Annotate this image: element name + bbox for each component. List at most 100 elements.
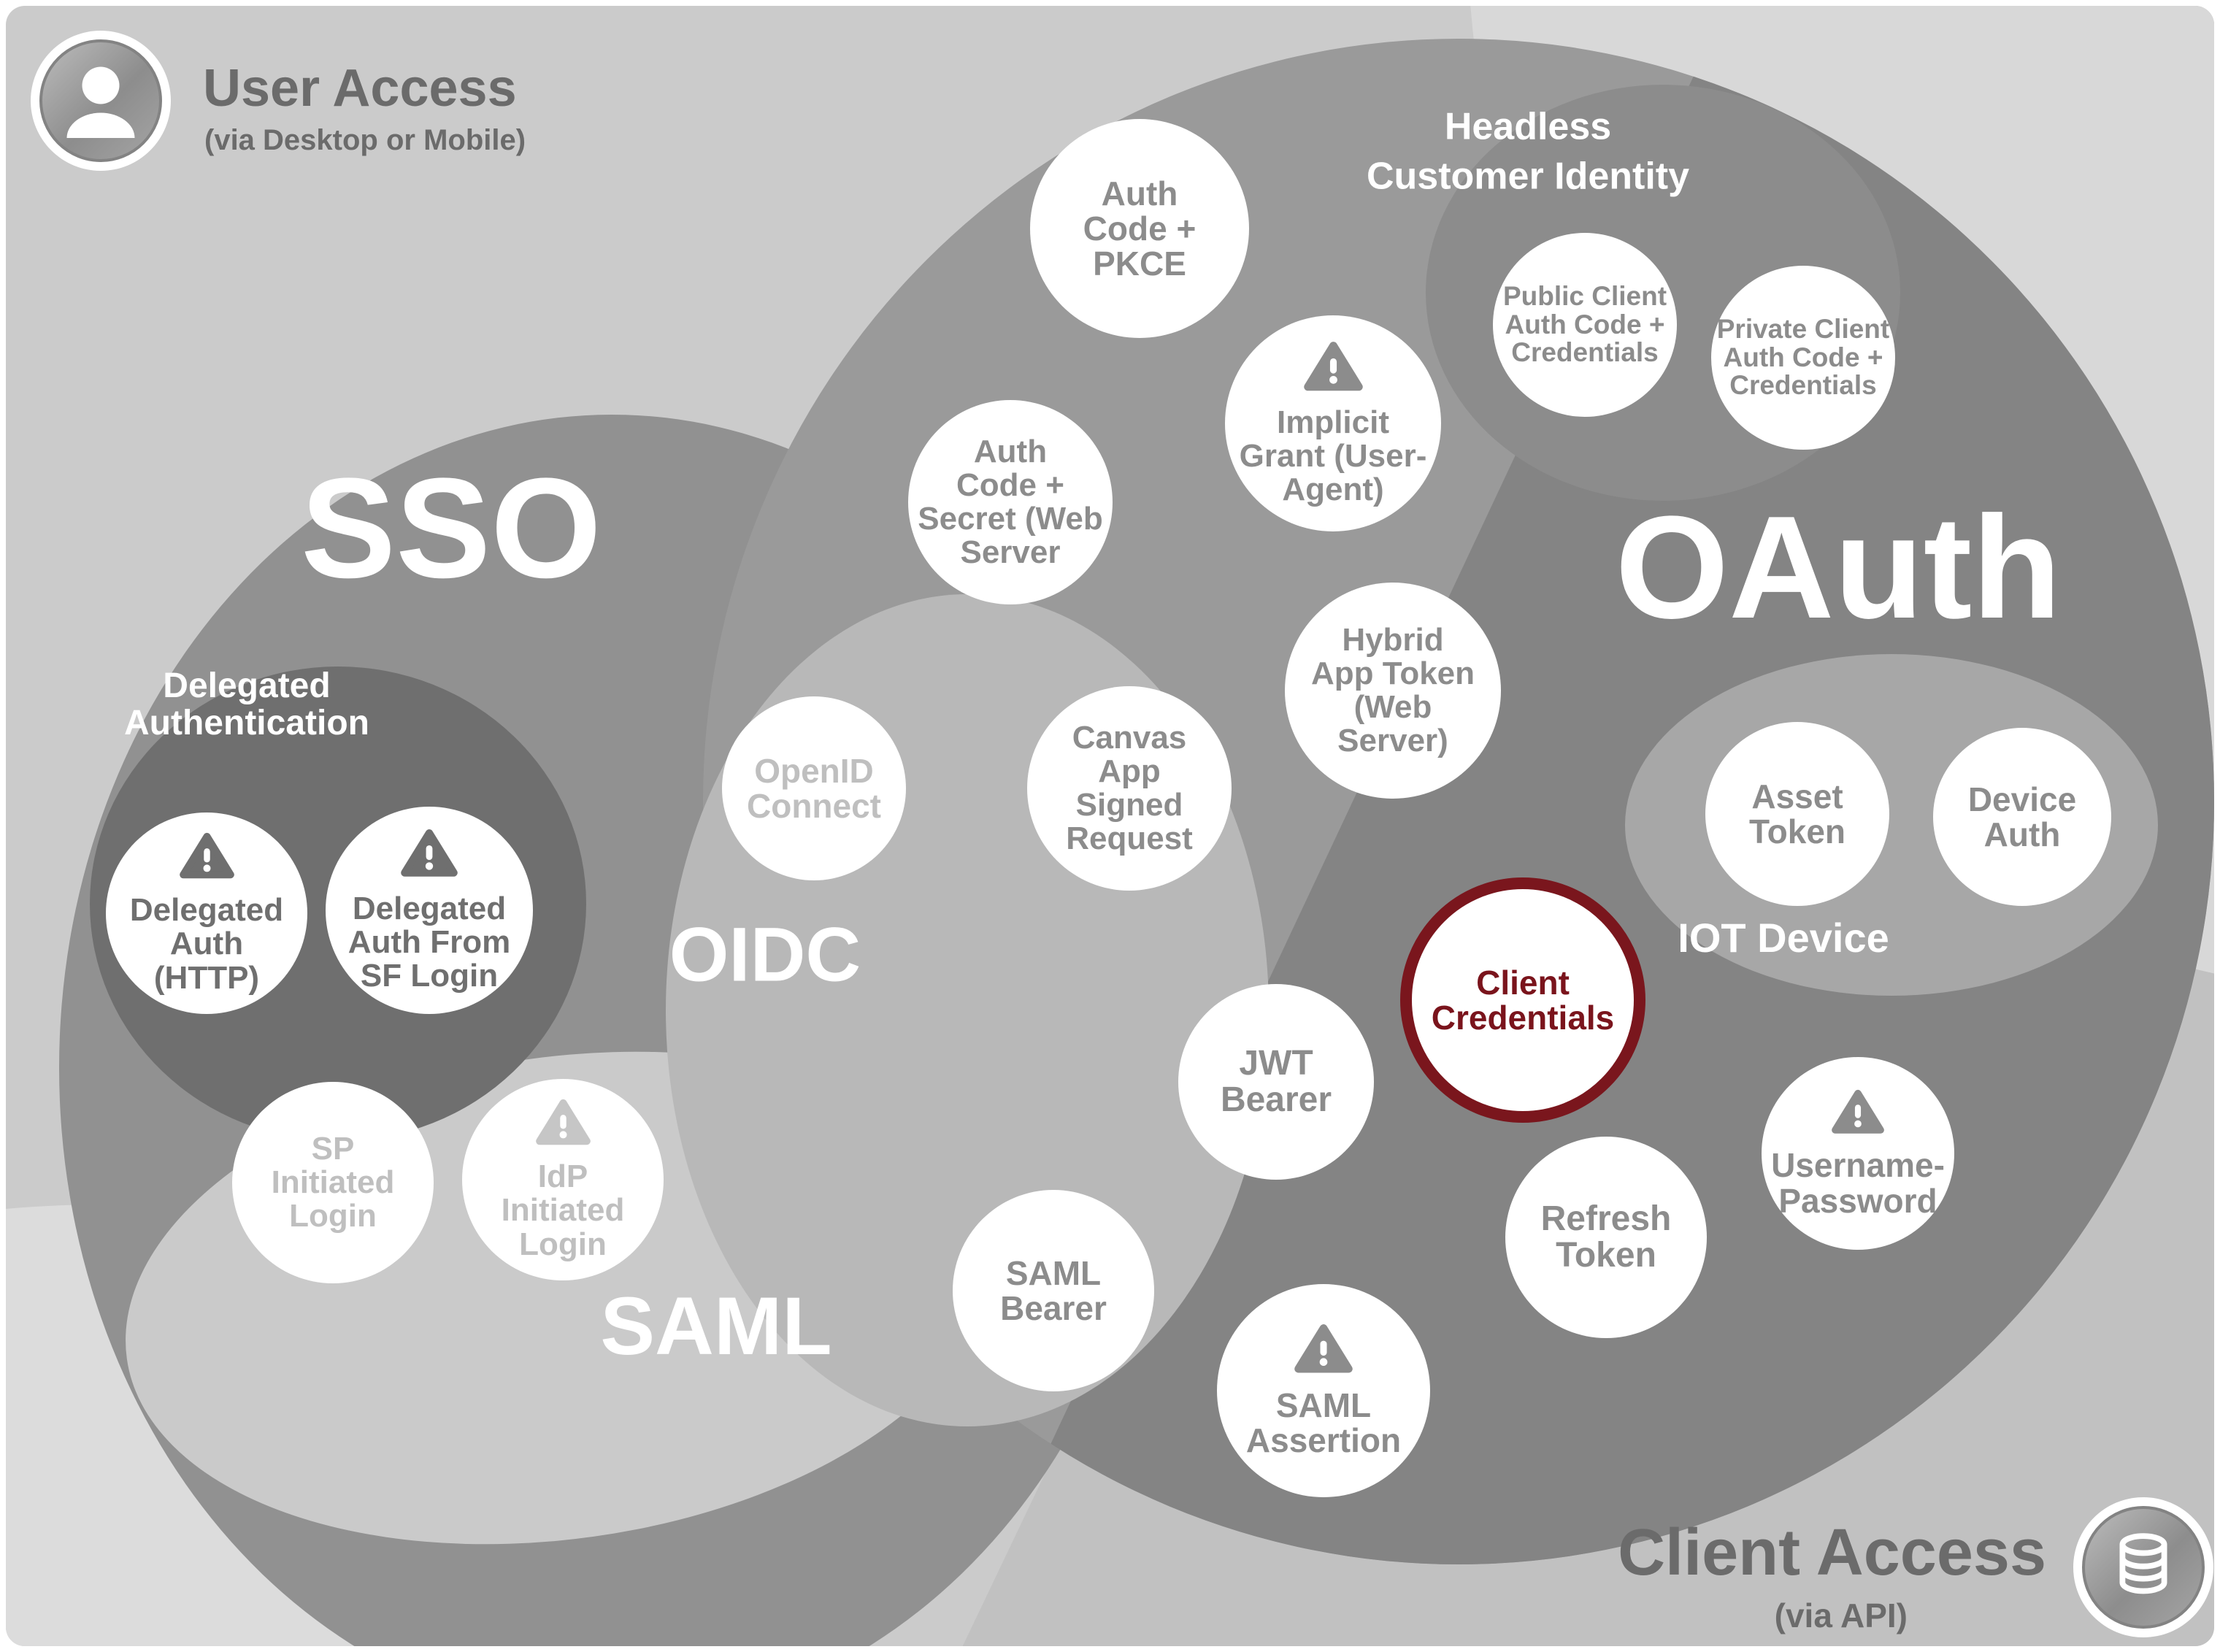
node-label-line: Auth: [1983, 815, 2061, 853]
node-label-line: Auth Code +: [1505, 309, 1665, 339]
client-access-subtitle: (via API): [1774, 1597, 1908, 1634]
warning-icon: [1303, 340, 1364, 400]
node-label-line: IdP: [537, 1159, 588, 1195]
node-label-line: Delegated: [129, 892, 284, 929]
database-icon-glyph: [2119, 1533, 2167, 1594]
person-icon-glyph: [66, 66, 135, 138]
node-label-line: Client: [1476, 963, 1570, 1002]
node-label-line: JWT: [1239, 1043, 1313, 1083]
node-label-line: SF Login: [360, 957, 499, 994]
delegated-authentication-label: Delegated Authentication: [124, 666, 369, 742]
node-label-line: Grant (User-: [1239, 438, 1427, 475]
node-label-line: Auth: [169, 926, 244, 962]
delegated-label-line1: Delegated: [163, 666, 331, 706]
node-label-line: Code +: [1083, 209, 1197, 247]
person-icon: [39, 39, 162, 162]
node-label-line: Connect: [747, 787, 881, 825]
node-label-line: (HTTP): [153, 959, 260, 996]
node-label-line: Auth: [1101, 174, 1178, 212]
client-access-title: Client Access: [1618, 1516, 2046, 1589]
node-label-line: Bearer: [1000, 1289, 1107, 1327]
node-label-line: Password: [1778, 1181, 1937, 1220]
node-label-line: Private Client: [1716, 313, 1890, 344]
node-label-line: Server): [1337, 723, 1448, 759]
node-label-line: Credentials: [1431, 999, 1615, 1037]
node-label-line: Token: [1748, 812, 1846, 850]
warning-icon: [400, 828, 458, 886]
sso-label: SSO: [301, 448, 602, 608]
delegated-label-line2: Authentication: [124, 704, 369, 742]
node-label-line: Bearer: [1220, 1080, 1332, 1119]
headless-label-line1: Headless: [1444, 105, 1612, 148]
node-label-line: Credentials: [1511, 337, 1659, 368]
node-label-line: Refresh: [1540, 1199, 1672, 1238]
node-label-line: Delegated: [352, 890, 507, 926]
node-label-line: PKCE: [1093, 245, 1186, 283]
node-label-line: Assertion: [1245, 1421, 1402, 1460]
node-label-line: Canvas: [1072, 719, 1187, 756]
node-label-line: Login: [519, 1226, 607, 1262]
node-label-line: Signed: [1075, 787, 1183, 823]
iot-device-label: IOT Device: [1678, 915, 1889, 961]
node-label-line: Username-: [1771, 1146, 1945, 1185]
warning-icon: [179, 831, 235, 888]
node-label-line: Code +: [956, 466, 1064, 503]
node-label-line: Hybrid: [1342, 621, 1444, 658]
node-label-line: Credentials: [1729, 370, 1877, 401]
node-label-line: (Web: [1353, 689, 1432, 725]
node-username-pw: Username-Password: [1762, 1057, 1954, 1250]
node-label-line: SP: [311, 1130, 355, 1167]
node-label-line: Auth: [973, 433, 1048, 469]
node-label-line: SAML: [1005, 1253, 1102, 1292]
database-icon: [2082, 1506, 2205, 1629]
saml-label: SAML: [600, 1280, 832, 1372]
node-label-line: Asset: [1751, 777, 1843, 815]
node-label-line: Server: [960, 534, 1061, 571]
oidc-label: OIDC: [669, 912, 861, 998]
client-access-badge: [2073, 1497, 2213, 1637]
node-label-line: Login: [289, 1198, 377, 1234]
node-label-line: Auth From: [347, 923, 511, 960]
node-label-line: Agent): [1282, 472, 1384, 508]
node-label-line: Auth Code +: [1723, 342, 1883, 372]
node-label-line: App: [1098, 753, 1161, 789]
node-label-line: Token: [1556, 1236, 1656, 1275]
user-access-title: User Access: [203, 59, 517, 118]
node-label-line: OpenID: [754, 751, 874, 790]
node-label-line: Implicit: [1276, 404, 1390, 440]
user-access-subtitle: (via Desktop or Mobile): [204, 124, 526, 156]
headless-customer-identity-label: Headless Customer Identity: [1367, 102, 1689, 201]
node-label-line: Request: [1066, 821, 1193, 857]
warning-icon: [1831, 1088, 1885, 1142]
node-label-line: Initiated: [271, 1164, 395, 1200]
node-label-line: App Token: [1310, 655, 1475, 691]
warning-icon: [1294, 1323, 1353, 1381]
user-access-badge: [31, 31, 171, 171]
diagram-card: SSO OAuth OIDC SAML Delegated Authentica…: [6, 6, 2214, 1646]
node-label-line: Secret (Web: [918, 501, 1103, 537]
headless-label-line2: Customer Identity: [1366, 155, 1690, 197]
node-label-line: Public Client: [1502, 280, 1667, 311]
oauth-label: OAuth: [1615, 486, 2062, 649]
node-label-line: SAML: [1275, 1386, 1372, 1424]
